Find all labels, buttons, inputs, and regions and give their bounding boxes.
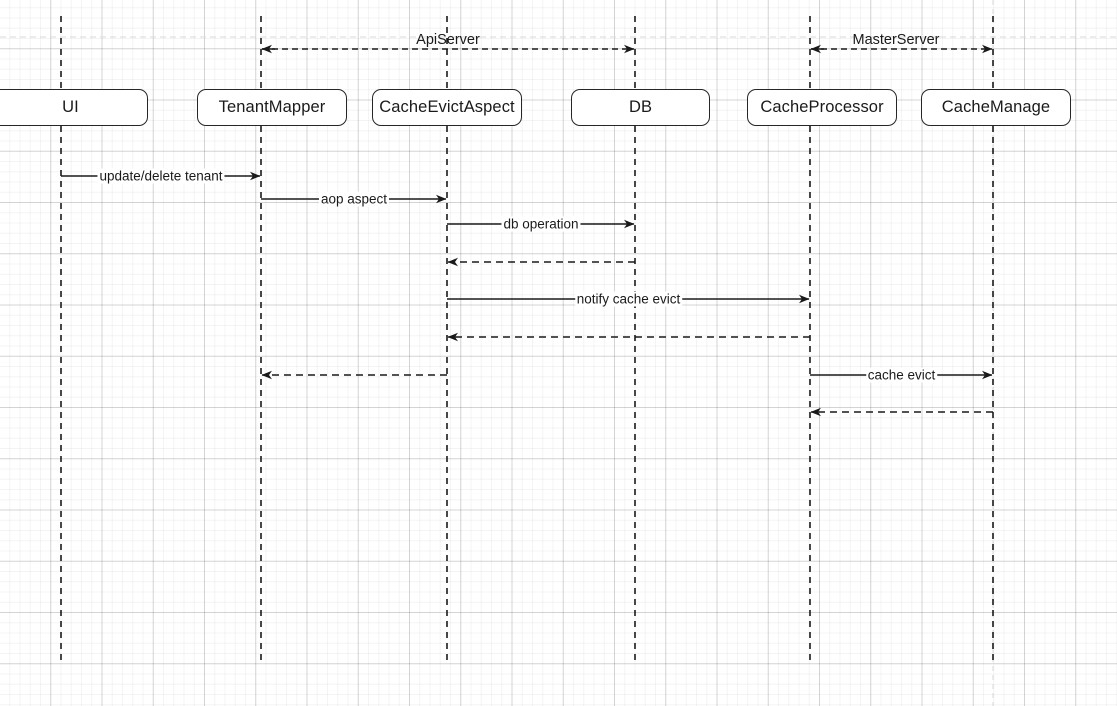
participant-label-db: DB xyxy=(628,98,653,116)
participant-label-cacheevictaspect: CacheEvictAspect xyxy=(379,98,515,116)
participant-box-cacheprocessor[interactable]: CacheProcessor xyxy=(747,89,897,126)
message-label-m2: aop aspect xyxy=(318,191,390,207)
participant-box-db[interactable]: DB xyxy=(571,89,710,126)
participant-label-cachemanage: CacheManage xyxy=(941,98,1051,116)
message-label-m1: update/delete tenant xyxy=(97,168,225,184)
group-label-apiserver: ApiServer xyxy=(416,32,480,48)
participant-label-ui: UI xyxy=(62,98,79,116)
participant-box-cachemanage[interactable]: CacheManage xyxy=(921,89,1071,126)
message-label-m5: notify cache evict xyxy=(574,291,683,307)
participant-label-tenantmapper: TenantMapper xyxy=(218,98,326,116)
group-label-masterserver: MasterServer xyxy=(852,32,940,48)
message-arrows-layer xyxy=(61,171,993,417)
participant-box-cacheevictaspect[interactable]: CacheEvictAspect xyxy=(372,89,522,126)
message-label-m8: cache evict xyxy=(865,367,938,383)
lifelines-layer xyxy=(60,16,994,663)
participant-box-tenantmapper[interactable]: TenantMapper xyxy=(197,89,347,126)
message-label-m3: db operation xyxy=(501,216,581,232)
participant-label-cacheprocessor: CacheProcessor xyxy=(760,98,884,116)
participant-box-ui[interactable]: UI xyxy=(0,89,148,126)
